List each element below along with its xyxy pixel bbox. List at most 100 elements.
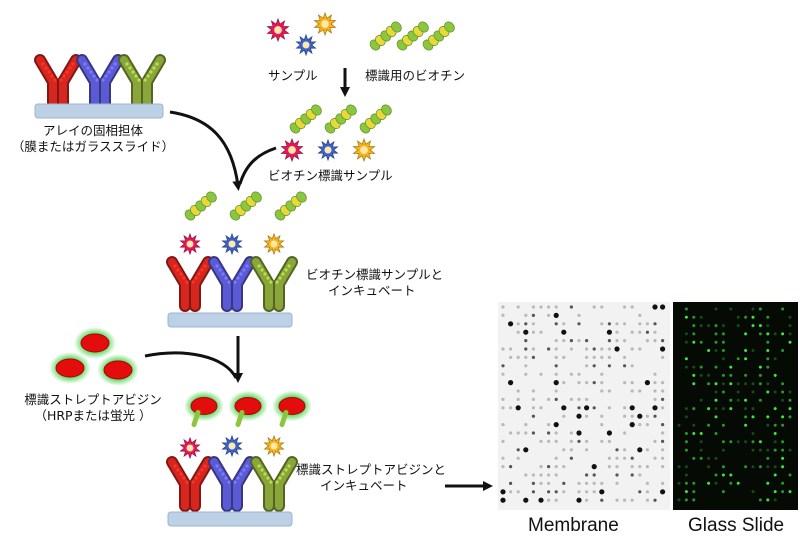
membrane-spot (638, 313, 642, 317)
membrane-spot (615, 339, 619, 343)
glass-spot (692, 365, 696, 369)
membrane-spot (554, 397, 558, 401)
membrane-spot (653, 330, 657, 334)
membrane-spot (531, 305, 536, 309)
antibody-bead (224, 276, 228, 280)
membrane-spot (554, 372, 558, 376)
membrane-spot (653, 381, 657, 385)
membrane-spot (661, 448, 665, 452)
membrane-spot (561, 405, 567, 411)
biotin-segment (311, 104, 322, 116)
glass-spot (721, 357, 725, 361)
glass-spot (684, 415, 688, 419)
antibody-blue-step1 (208, 256, 256, 312)
membrane-spot (523, 447, 529, 453)
membrane-spot (615, 448, 619, 452)
star-core (186, 444, 194, 452)
membrane-spot (606, 430, 613, 436)
antibody-arm-left-inner (168, 258, 189, 310)
step2-star-red (179, 436, 201, 460)
membrane-spot (652, 405, 658, 411)
antibody-bead (71, 62, 75, 66)
glass-spot (751, 490, 755, 494)
antibody-bead (281, 272, 285, 276)
membrane-spot (516, 330, 520, 334)
strep-bound-1 (184, 390, 224, 427)
membrane-spot (645, 465, 650, 469)
membrane-spot (645, 490, 650, 494)
glass-spot (766, 365, 770, 369)
membrane-spot (630, 473, 634, 477)
membrane-spot (630, 364, 634, 368)
membrane-spot (501, 372, 505, 376)
membrane-spot (569, 372, 574, 376)
membrane-spot (577, 372, 581, 376)
antibody-arm-left-inner (36, 56, 57, 108)
glass-spot (773, 407, 777, 411)
membrane-spot (592, 347, 596, 351)
glass-spot (721, 448, 725, 452)
glass-spot (736, 390, 740, 394)
glass-spot (773, 440, 777, 444)
membrane-spot (547, 313, 551, 317)
glass-spot (788, 398, 792, 402)
glass-spot (692, 315, 696, 319)
membrane-spot (539, 439, 543, 443)
antibody-bead (86, 66, 90, 70)
glass-spot (714, 398, 718, 402)
membrane-spot (562, 339, 566, 343)
strep-free-1 (74, 327, 116, 359)
glass-spot (684, 490, 688, 494)
star-core (228, 442, 236, 450)
antibody-arm-right-inner (275, 258, 296, 310)
membrane-spot (585, 397, 589, 401)
glass-spot (699, 398, 703, 402)
membrane-spot (623, 381, 627, 385)
antibody-bead (176, 468, 180, 472)
membrane-spot (615, 330, 619, 334)
glass-spot (684, 315, 688, 319)
biotin-2 (396, 21, 429, 51)
glass-spot (684, 307, 688, 311)
membrane-spot (539, 406, 543, 410)
antibody-arm-right-inner (275, 458, 296, 510)
glass-spot (751, 407, 755, 411)
membrane-spot (554, 339, 558, 343)
membrane-spot (531, 431, 536, 435)
antibody-arm-right-inner (233, 458, 254, 510)
labeled-star-yellow (352, 137, 376, 163)
glass-spot (744, 332, 748, 336)
membrane-spot (585, 439, 589, 443)
glass-spot (707, 481, 711, 485)
glass-spot (699, 432, 703, 435)
star-core (186, 240, 194, 248)
membrane-spot (600, 414, 604, 418)
membrane-spot (501, 406, 505, 410)
antibody-bead (50, 74, 54, 78)
membrane-spot (516, 355, 520, 359)
glass-spot (736, 324, 740, 328)
membrane-spot (600, 355, 604, 359)
antibody-bead (113, 62, 117, 66)
antibody-bead (284, 268, 288, 272)
antibody-bead (200, 468, 204, 472)
glass-spot (736, 382, 740, 386)
glass-spot (766, 498, 770, 502)
label-incubate2-line2: インキュベート (320, 478, 408, 493)
glass-spot (736, 481, 740, 485)
glass-spot (788, 448, 792, 452)
membrane-spot (630, 330, 634, 334)
membrane-spot (524, 313, 528, 317)
membrane-spot (607, 389, 612, 393)
membrane-spot (554, 490, 558, 494)
membrane-spot (524, 423, 528, 427)
glass-spot (684, 332, 688, 336)
glass-spot (744, 407, 748, 411)
antibody-bead (221, 272, 225, 276)
result-images (498, 302, 798, 510)
membrane-spot (623, 414, 627, 418)
antibody-bead (242, 268, 246, 272)
glass-spot (751, 465, 755, 469)
antibody-bead (134, 74, 138, 78)
membrane-spot (577, 406, 581, 410)
